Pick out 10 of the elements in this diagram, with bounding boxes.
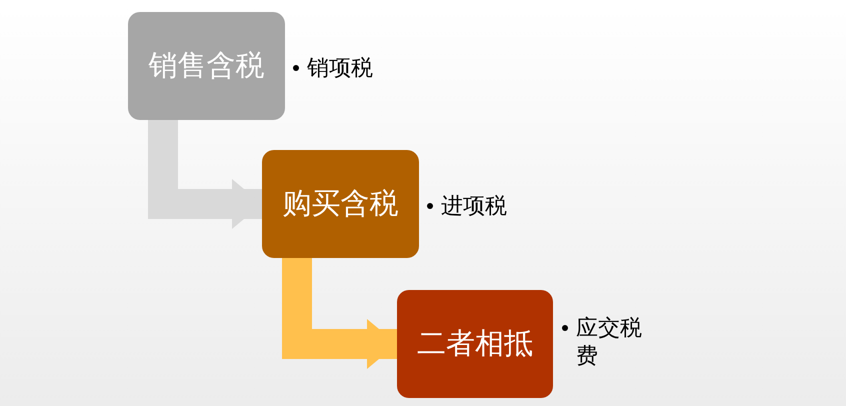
box-label: 销售含税 [148, 48, 264, 84]
bent-arrow [148, 120, 262, 229]
bullet-text: 应交税费 [576, 314, 643, 370]
box-label: 购买含税 [282, 186, 398, 222]
process-box [262, 150, 419, 258]
process-box [128, 12, 285, 120]
box-label: 二者相抵 [417, 326, 533, 362]
bullet-text: 销项税 [307, 54, 373, 82]
bullet-text: 进项税 [441, 192, 507, 220]
process-box [397, 290, 553, 398]
